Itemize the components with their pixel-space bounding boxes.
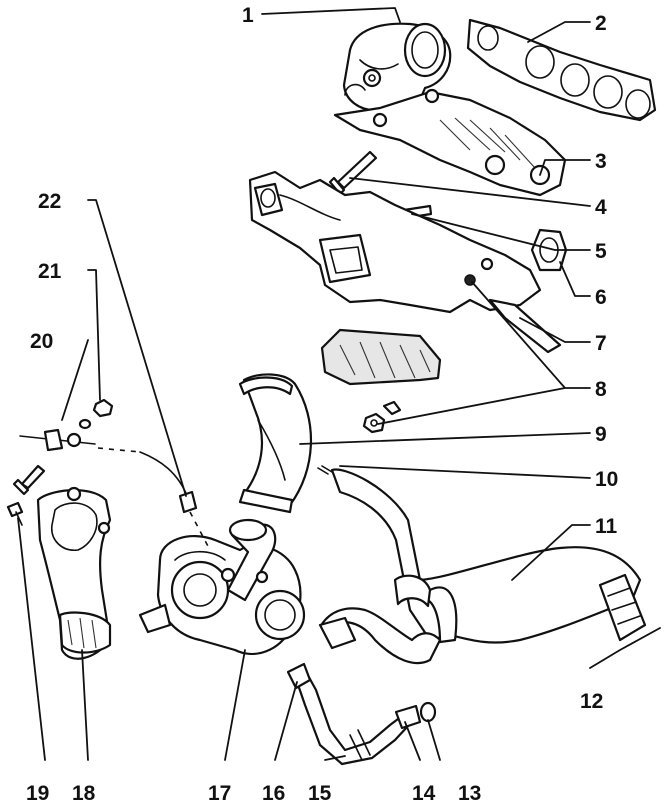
part-19-screw (6, 501, 24, 526)
leader-lines (17, 7, 661, 761)
callout-9: 9 (595, 423, 607, 446)
part-15-oil-return-line (286, 662, 437, 766)
callout-11: 11 (595, 515, 618, 538)
callout-10: 10 (595, 468, 618, 491)
callout-22: 22 (38, 190, 61, 213)
part-17-turbocharger (138, 518, 306, 655)
part-21-nut (78, 398, 114, 430)
part-2-manifold-gasket (466, 18, 657, 122)
callout-20: 20 (30, 330, 53, 353)
intercooler-pipe-lower (318, 607, 442, 665)
part-11-charge-air-pipe (330, 468, 647, 644)
part-9-hose (238, 373, 312, 514)
assembly-line-22 (189, 511, 211, 551)
part-22-oil-supply-line (139, 451, 198, 514)
callout-17: 17 (208, 782, 231, 805)
callout-7: 7 (595, 332, 607, 355)
callout-5: 5 (595, 240, 607, 263)
callout-15: 15 (308, 782, 332, 805)
part-8-nut (362, 400, 402, 434)
callout-12: 12 (580, 690, 603, 713)
heat-shield (320, 328, 442, 386)
assembly-line-20 (97, 447, 141, 453)
callout-2: 2 (595, 12, 607, 35)
part-10-clip (317, 465, 333, 475)
callout-4: 4 (595, 196, 607, 219)
part-18-outlet-elbow (36, 486, 112, 660)
callout-16: 16 (262, 782, 285, 805)
part-3-intake-manifold (333, 83, 567, 197)
callout-21: 21 (38, 260, 62, 283)
callout-1: 1 (242, 4, 254, 27)
callout-6: 6 (595, 286, 607, 309)
part-4-stud (328, 150, 378, 196)
callout-13: 13 (458, 782, 481, 805)
callout-18: 18 (72, 782, 96, 805)
callout-14: 14 (412, 782, 436, 805)
part-1-manifold-elbow (342, 22, 452, 112)
part-7-exhaust-manifold (248, 170, 562, 354)
part-20-banjo-bolt (12, 428, 96, 496)
part-6-flange-gasket (530, 228, 568, 272)
callout-19: 19 (26, 782, 49, 805)
callout-8: 8 (595, 378, 607, 401)
callout-3: 3 (595, 150, 607, 173)
